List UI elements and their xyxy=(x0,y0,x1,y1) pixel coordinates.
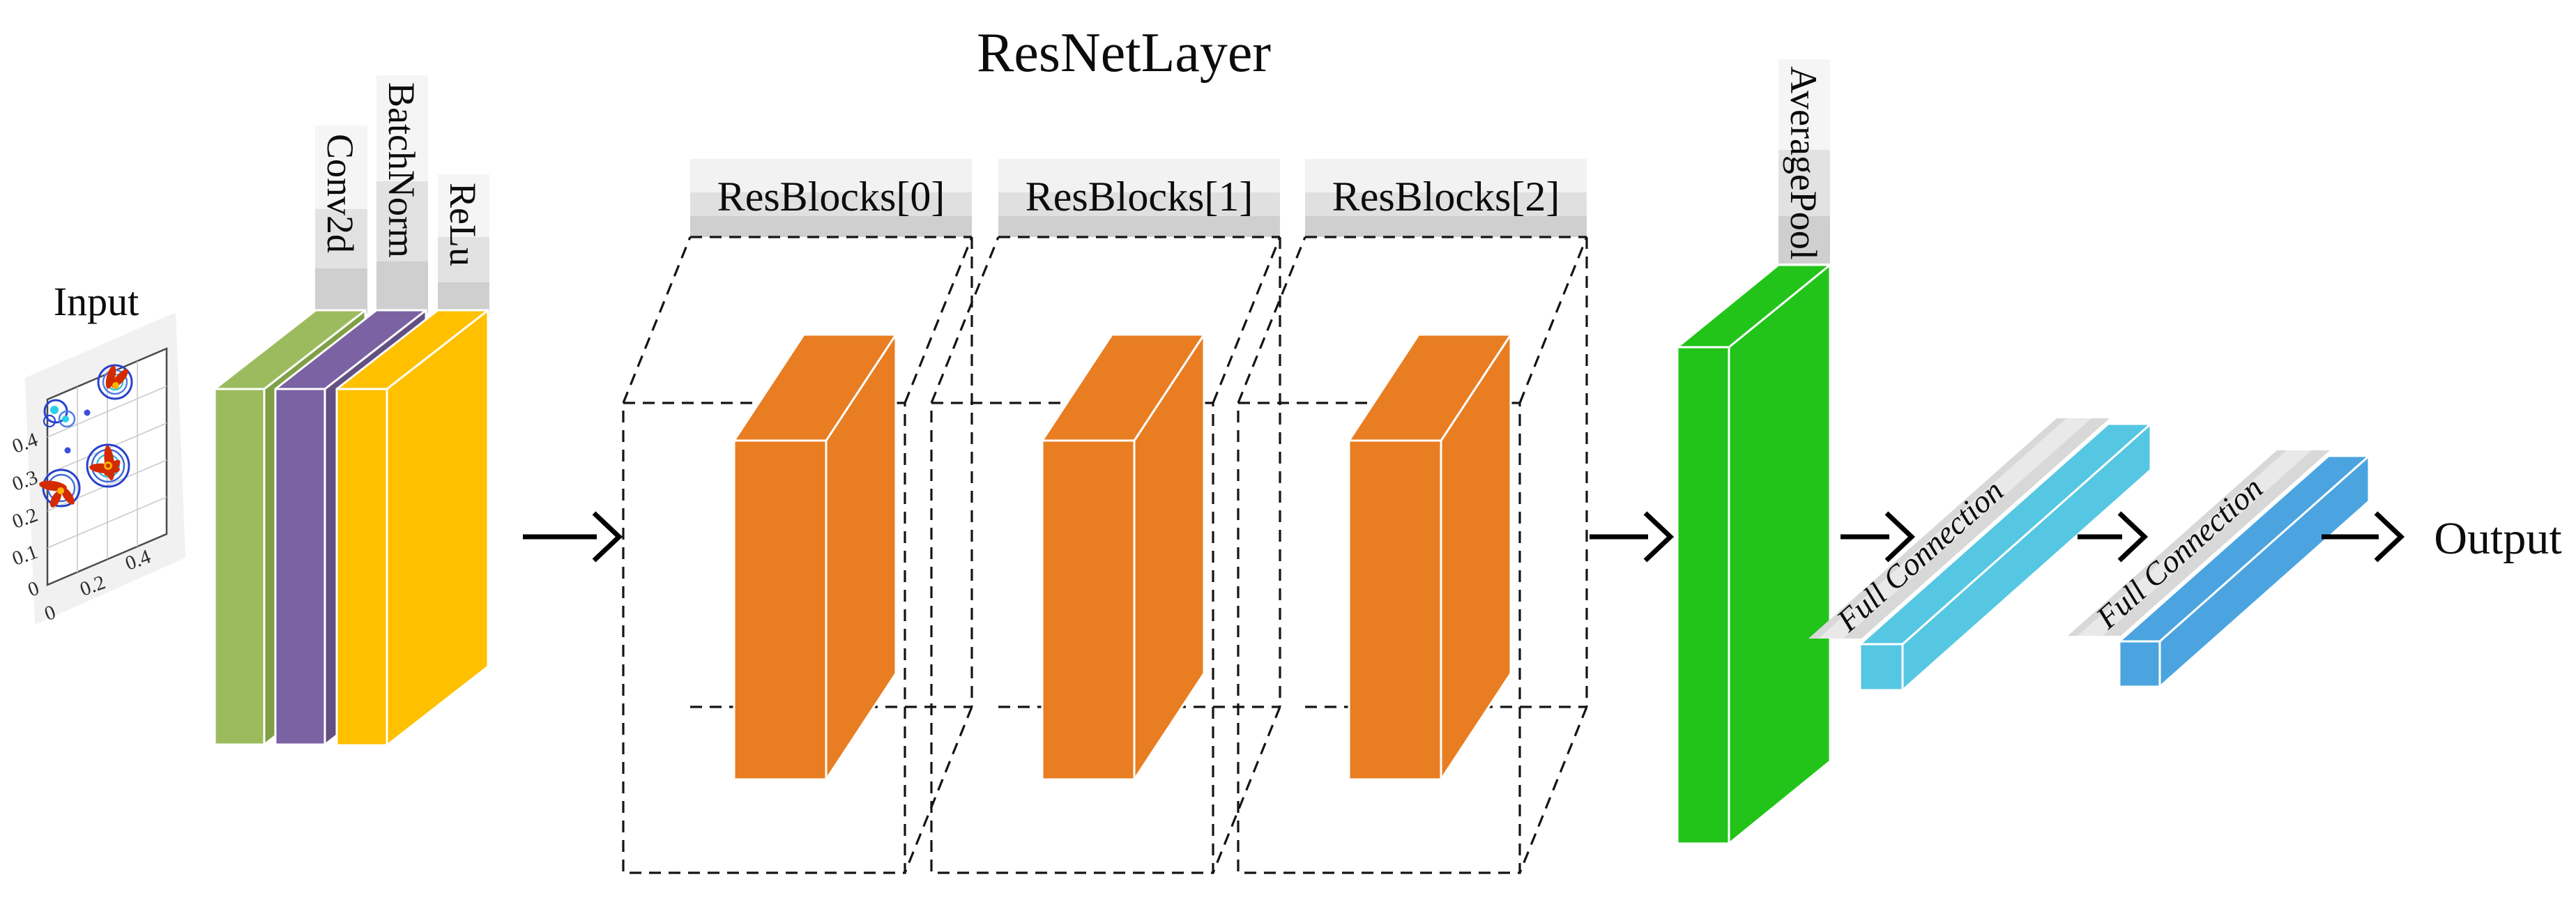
tab-averagepool: AveragePool xyxy=(1778,59,1830,264)
resblock0-front-face xyxy=(733,439,828,781)
batchnorm-label: BatchNorm xyxy=(381,82,422,258)
tab-conv2d: Conv2d xyxy=(315,125,367,314)
tab-resblocks-2: ResBlocks[2] xyxy=(1305,159,1587,237)
tab-resblocks-0: ResBlocks[0] xyxy=(690,159,972,237)
stem-label-tabs: Conv2d BatchNorm ReLu xyxy=(315,75,489,314)
input-label: Input xyxy=(54,279,139,324)
contour-dot xyxy=(84,409,91,416)
tab-resblocks-1: ResBlocks[1] xyxy=(998,159,1280,237)
fc2-front-face xyxy=(2118,640,2161,688)
arrow-fc2-to-output xyxy=(2322,511,2405,563)
relu-front-face xyxy=(335,388,388,747)
arrow-fc1-to-fc2 xyxy=(2078,511,2149,563)
tab-batchnorm: BatchNorm xyxy=(376,75,428,314)
fc2-layer: Full Connection xyxy=(2068,450,2370,688)
arrow-avgpool-to-fc1 xyxy=(1840,511,1916,563)
fc1-layer: Full Connection xyxy=(1808,418,2152,692)
fc1-front-face xyxy=(1859,643,1904,692)
batchnorm-front-face xyxy=(274,388,326,746)
flow-arrows xyxy=(523,511,2405,563)
contour-blob-left xyxy=(39,468,81,508)
resblocks0-label: ResBlocks[0] xyxy=(717,174,945,220)
conv2d-label: Conv2d xyxy=(319,134,361,253)
resblock-slab-0 xyxy=(733,333,897,781)
input-plot: 0.4 0.3 0.2 0.1 0 0 0.2 0.4 Input xyxy=(9,279,185,625)
averagepool-label: AveragePool xyxy=(1783,66,1824,260)
conv2d-front-face xyxy=(213,388,266,746)
resblock-tabs: ResBlocks[0] ResBlocks[1] ResBlocks[2] xyxy=(690,159,1587,237)
fc2-bar xyxy=(2118,455,2370,688)
resblocks2-label: ResBlocks[2] xyxy=(1332,174,1560,220)
resblocks1-label: ResBlocks[1] xyxy=(1026,174,1253,220)
fc1-bar xyxy=(1859,422,2152,692)
resblock-slab-2 xyxy=(1348,333,1512,781)
contour-blob-topleft-cluster xyxy=(43,399,76,428)
averagepool-slab xyxy=(1676,264,1831,845)
stem-slab-relu xyxy=(335,309,489,747)
resblock2-front-face xyxy=(1348,439,1442,781)
page-title: ResNetLayer xyxy=(977,22,1271,84)
relu-label: ReLu xyxy=(442,183,484,266)
resblock1-front-face xyxy=(1041,439,1136,781)
contour-blob-top xyxy=(97,364,133,400)
output-label: Output xyxy=(2434,513,2561,564)
tab-relu: ReLu xyxy=(438,174,489,314)
arrow-resblocks-to-avgpool xyxy=(1590,511,1675,563)
averagepool-front-face xyxy=(1676,346,1730,845)
contour-dot xyxy=(64,447,71,454)
resblock-slab-1 xyxy=(1041,333,1205,781)
contour-blob-center xyxy=(86,443,130,488)
arrow-stem-to-resblocks xyxy=(523,511,623,563)
